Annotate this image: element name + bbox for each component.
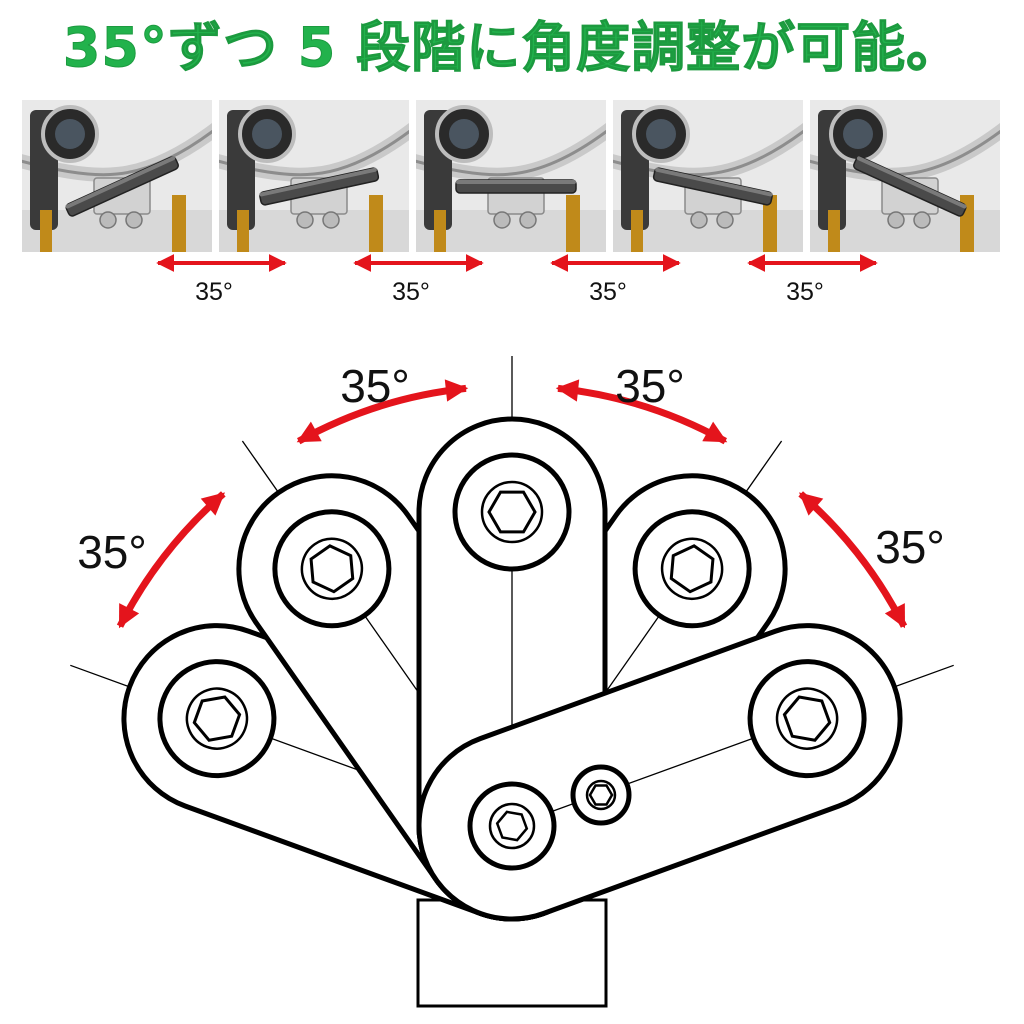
photo-strip: [22, 100, 1002, 252]
mount-bar: [259, 167, 380, 206]
angle-arrow-2: [296, 379, 469, 445]
pivot-bolt: [467, 781, 557, 871]
angle-arrows: [116, 379, 908, 629]
step-label-3: 35°: [589, 278, 627, 306]
headline: 35°ずつ 5 段階に角度調整が可能。: [62, 16, 962, 80]
fork-right: [763, 195, 777, 252]
mount-bar: [65, 156, 179, 217]
angle-label-right-lower: 35°: [875, 521, 945, 573]
photo-position-1: [22, 100, 212, 252]
fork-right: [369, 195, 383, 252]
fork-right: [566, 195, 580, 252]
step-label-2: 35°: [392, 278, 430, 306]
step-label-1: 35°: [195, 278, 233, 306]
rotation-diagram: 35° 35° 35° 35°: [70, 356, 954, 1008]
mount-bar: [455, 179, 577, 194]
photo-position-2: [219, 100, 409, 252]
photo-step-arrows: [156, 254, 878, 272]
photo-position-4: [613, 100, 803, 252]
photo-position-5: [810, 100, 1000, 252]
mount-bar: [853, 156, 967, 217]
hex-socket-icon: [192, 695, 242, 742]
fork-right: [172, 195, 186, 252]
hex-socket-icon: [782, 695, 832, 742]
angle-label-right-upper: 35°: [615, 360, 685, 412]
step-label-4: 35°: [786, 278, 824, 306]
angle-arrow-4: [798, 491, 908, 629]
mount-bar: [652, 167, 773, 206]
hex-socket-icon: [309, 544, 355, 594]
angle-label-left-upper: 35°: [340, 360, 410, 412]
angle-label-left-lower: 35°: [77, 526, 147, 578]
locator-pin: [570, 764, 632, 826]
angle-arrow-1: [116, 491, 226, 629]
hex-socket-icon: [487, 490, 537, 534]
hex-socket-icon: [669, 544, 715, 594]
angle-arrow-3: [555, 379, 728, 445]
photo-position-3: [416, 100, 606, 252]
